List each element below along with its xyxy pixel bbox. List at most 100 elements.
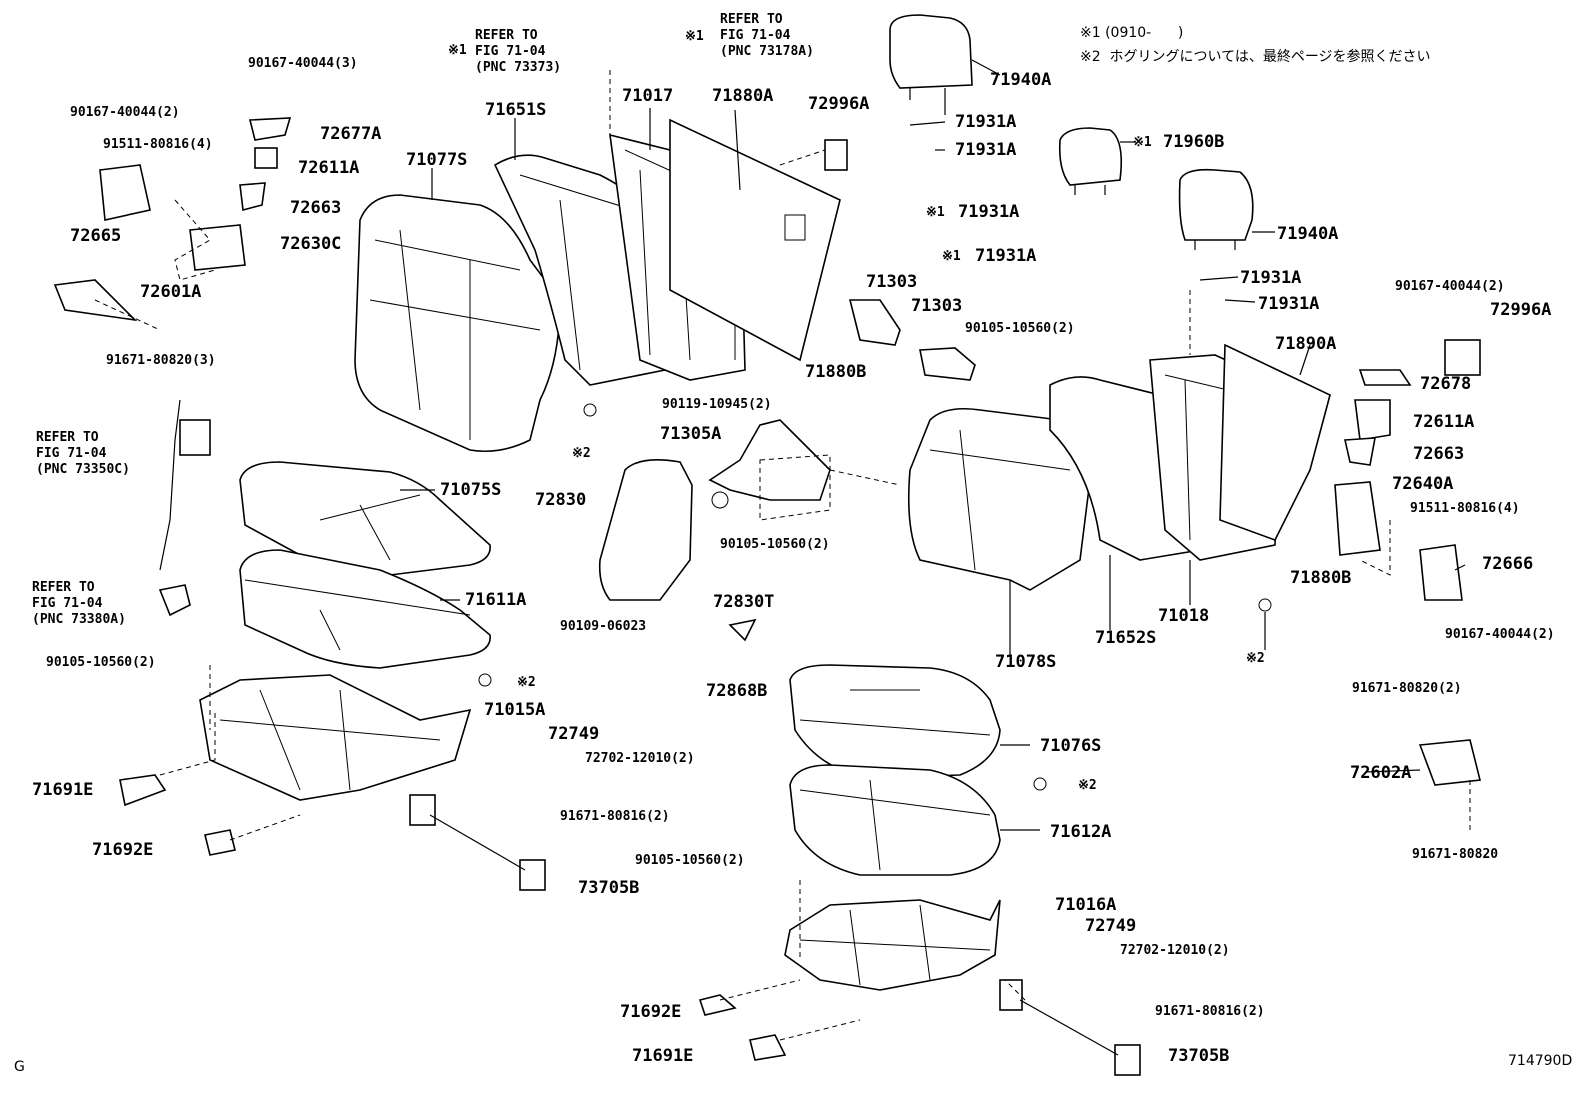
part-label: 71018: [1158, 606, 1210, 626]
part-label: 71303: [866, 272, 918, 292]
armrest-72830: [598, 459, 693, 601]
part-label: 72663: [1413, 444, 1465, 464]
cushion-71076S: [789, 664, 1001, 779]
part-label: 71076S: [1040, 736, 1102, 756]
part-label: 71077S: [406, 150, 468, 170]
mark-2: ※2: [572, 446, 591, 461]
refer-73380A: REFER TO FIG 71-04 (PNC 73380A): [32, 580, 126, 627]
headrest-71940A-top: [889, 14, 973, 115]
note-1: ※1 (0910- ): [1080, 25, 1184, 41]
mark-2: ※2: [1078, 778, 1097, 793]
part-label: 71931A: [1240, 268, 1302, 288]
part-label: 72677A: [320, 124, 382, 144]
part-label: 71880A: [712, 86, 774, 106]
part-label: 71691E: [32, 780, 94, 800]
part-label: 71015A: [484, 700, 546, 720]
part-label: 72830T: [713, 592, 775, 612]
part-label: 72630C: [280, 234, 342, 254]
part-label: 72678: [1420, 374, 1472, 394]
refer-73373: REFER TO FIG 71-04 (PNC 73373): [475, 28, 562, 75]
part-label: 91671-80820(3): [106, 353, 216, 368]
part-label: 71017: [622, 86, 674, 106]
part-label: 72611A: [298, 158, 360, 178]
part-label: 71940A: [1277, 224, 1339, 244]
right-small-parts: [824, 139, 1481, 786]
part-label: 71303: [911, 296, 963, 316]
mark-1: ※1: [685, 29, 704, 44]
frame-71015A: [199, 674, 472, 801]
part-label: 72666: [1482, 554, 1534, 574]
mark-1: ※1: [926, 205, 945, 220]
part-label: 90105-10560(2): [46, 655, 156, 670]
board-71890A: [1219, 343, 1331, 541]
board-71880A: [669, 118, 841, 362]
part-label: 71691E: [632, 1046, 694, 1066]
part-label: 91671-80820: [1412, 847, 1499, 862]
frame-71016A: [784, 899, 1001, 991]
mark-1: ※1: [942, 249, 961, 264]
hog-rings: [478, 403, 1272, 791]
seat-back-71078S: [908, 407, 1091, 591]
mark-1: ※1: [448, 43, 467, 58]
part-label: 71692E: [620, 1002, 682, 1022]
part-label: 71931A: [1258, 294, 1320, 314]
part-label: 71611A: [465, 590, 527, 610]
part-label: 71960B: [1163, 132, 1225, 152]
part-label: 71075S: [440, 480, 502, 500]
bracket-71303: [848, 299, 976, 381]
part-label: 71931A: [975, 246, 1037, 266]
leader-lines: [400, 59, 1466, 831]
part-label: 71931A: [955, 112, 1017, 132]
bottom-parts: [119, 618, 1141, 1076]
seat-back-71077S: [354, 194, 561, 453]
part-label: 72663: [290, 198, 342, 218]
cushion-pad-71611A: [239, 549, 491, 669]
headrest-71940A-right: [1178, 168, 1254, 250]
part-label: 72601A: [140, 282, 202, 302]
part-label: 72749: [548, 724, 600, 744]
part-label: 91671-80820(2): [1352, 681, 1462, 696]
part-label: 71880B: [1290, 568, 1352, 588]
part-label: 91671-80816(2): [1155, 1004, 1265, 1019]
part-label: 72996A: [1490, 300, 1552, 320]
headrest-71960B: [1058, 127, 1123, 195]
part-label: 72665: [70, 226, 122, 246]
part-label: 71651S: [485, 100, 547, 120]
part-label: 72830: [535, 490, 587, 510]
part-label: 71940A: [990, 70, 1052, 90]
part-label: 72611A: [1413, 412, 1475, 432]
part-label: 90105-10560(2): [720, 537, 830, 552]
footer-left: G: [14, 1059, 25, 1075]
part-label: 72996A: [808, 94, 870, 114]
part-label: 90119-10945(2): [662, 397, 772, 412]
part-label: 73705B: [1168, 1046, 1230, 1066]
hinge-71305A: [708, 419, 831, 509]
part-label: 71692E: [92, 840, 154, 860]
part-label: 73705B: [578, 878, 640, 898]
dashed-lines: [94, 70, 1471, 1041]
part-label: 71612A: [1050, 822, 1112, 842]
part-label: 90167-40044(2): [1395, 279, 1505, 294]
part-label: 90109-06023: [560, 619, 647, 634]
left-small-parts: [53, 117, 292, 322]
part-label: 71652S: [1095, 628, 1157, 648]
refer-73350C: REFER TO FIG 71-04 (PNC 73350C): [36, 430, 130, 477]
part-label: 90167-40044(3): [248, 56, 358, 71]
part-label: 72702-12010(2): [1120, 943, 1230, 958]
seat-belt: [158, 399, 211, 617]
part-label: 71880B: [805, 362, 867, 382]
part-label: 71016A: [1055, 895, 1117, 915]
part-label: 72749: [1085, 916, 1137, 936]
footer-right: 714790D: [1508, 1053, 1573, 1069]
part-label: 90105-10560(2): [635, 853, 745, 868]
part-label: 90167-40044(2): [1445, 627, 1555, 642]
part-label: 90167-40044(2): [70, 105, 180, 120]
note-2: ※2 ホグリングについては、最終ページを参照ください: [1080, 49, 1431, 65]
cushion-pad-71612A: [789, 764, 1001, 876]
part-label: 71305A: [660, 424, 722, 444]
part-label: 71890A: [1275, 334, 1337, 354]
part-label: 71931A: [955, 140, 1017, 160]
part-label: 71078S: [995, 652, 1057, 672]
